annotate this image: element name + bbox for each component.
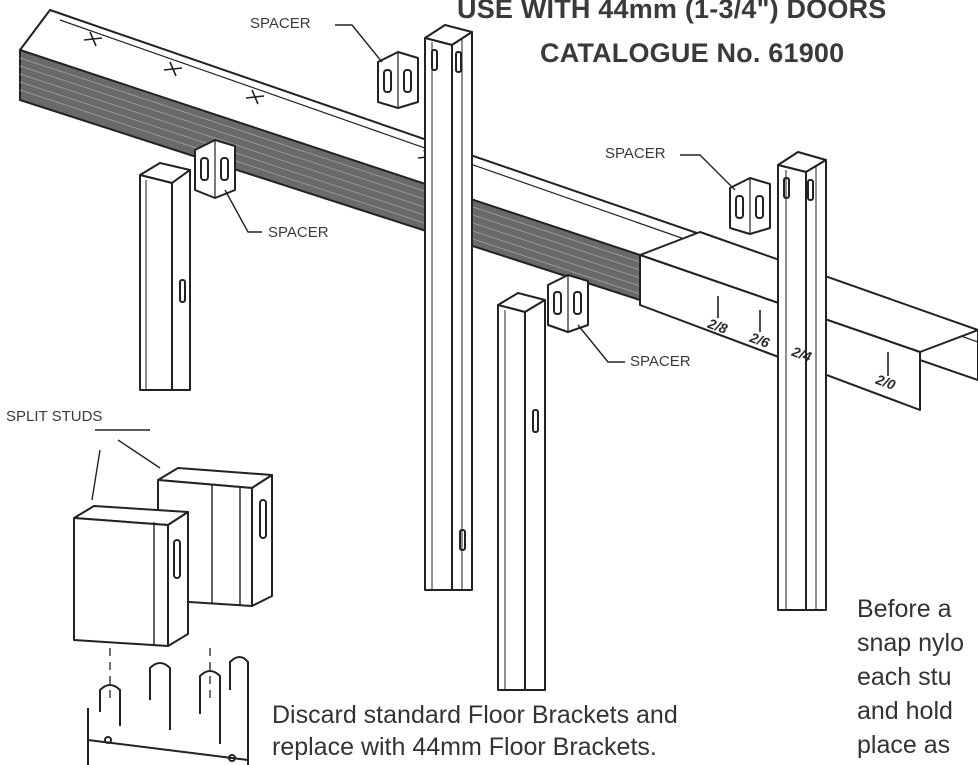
split-stud-front (73, 505, 189, 647)
spacer-label-top: SPACER (250, 15, 311, 32)
leader-lines (91, 24, 736, 501)
floor-bracket (87, 656, 249, 765)
before-instruction-line4: and hold (857, 697, 953, 725)
spacer-bottom (547, 274, 589, 333)
before-instruction-line3: each stu (857, 663, 952, 691)
stud-middle (497, 292, 546, 691)
before-instruction-line1: Before a (857, 595, 952, 623)
spacer-top (377, 51, 419, 109)
stud-left (139, 162, 191, 391)
spacer-label-right: SPACER (605, 145, 666, 162)
discard-instruction-line2: replace with 44mm Floor Brackets. (272, 733, 657, 761)
discard-instruction-line1: Discard standard Floor Brackets and (272, 701, 678, 729)
spacer-left (194, 139, 236, 199)
split-studs-label: SPLIT STUDS (6, 408, 103, 425)
catalogue-number: CATALOGUE No. 61900 (540, 38, 845, 68)
spacer-label-left: SPACER (268, 224, 329, 241)
assembly-dash-lines (109, 648, 211, 700)
stud-center (424, 24, 473, 591)
stud-right (777, 151, 827, 611)
spacer-right (729, 177, 771, 235)
header-title: USE WITH 44mm (1-3/4") DOORS (457, 0, 887, 24)
spacer-label-bottom: SPACER (630, 353, 691, 370)
before-instruction-line2: snap nylo (857, 629, 965, 657)
before-instruction-line5: place as (857, 731, 951, 759)
